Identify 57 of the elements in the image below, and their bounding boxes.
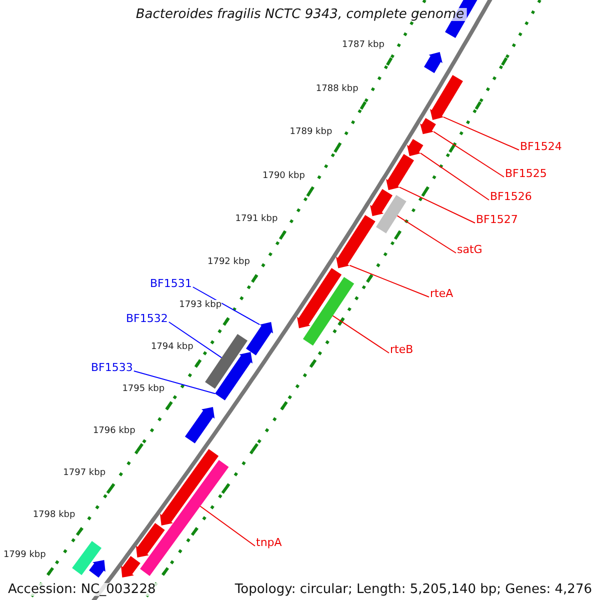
tick-label: 1788 kbp <box>316 84 358 95</box>
tick-label: 1792 kbp <box>208 257 250 268</box>
leader-line <box>168 322 222 358</box>
leader-line <box>200 506 256 546</box>
footer-note: Accession: NC_003228 <box>6 583 158 596</box>
gene-label: satG <box>457 243 482 256</box>
gene-label: BF1524 <box>520 140 562 153</box>
leader-line <box>332 314 390 354</box>
tick-label: 1789 kbp <box>290 127 332 138</box>
gene-feature <box>121 556 141 578</box>
gene-feature <box>246 322 273 356</box>
gene-feature <box>88 560 105 578</box>
tick-label: 1790 kbp <box>262 171 305 182</box>
gene-feature <box>370 188 392 216</box>
gene-feature <box>185 407 215 444</box>
tick-label: 1798 kbp <box>32 510 76 521</box>
tick-label: 1795 kbp <box>122 384 165 395</box>
gene-feature <box>160 448 219 525</box>
tick-label: 1793 kbp <box>179 300 222 311</box>
gene-feature <box>386 154 414 190</box>
gene-feature <box>420 118 436 134</box>
gene-label: BF1527 <box>476 213 518 226</box>
leader-line <box>443 116 520 150</box>
gene-feature <box>336 214 376 268</box>
tick-label: 1799 kbp <box>3 550 46 561</box>
gene-label: BF1525 <box>505 167 547 180</box>
gene-block <box>140 460 229 576</box>
tick-label: 1787 kbp <box>342 40 384 51</box>
tick-label: 1791 kbp <box>235 214 278 225</box>
tick-label: 1796 kbp <box>92 426 136 437</box>
tick-label: 1797 kbp <box>63 468 106 479</box>
gene-feature <box>296 268 342 328</box>
gene-block <box>302 276 354 346</box>
footer-note: Topology: circular; Length: 5,205,140 bp; Genes: 4,276 <box>232 583 594 596</box>
leader-line <box>192 286 260 326</box>
gene-feature <box>215 352 253 400</box>
leader-line <box>420 152 490 200</box>
tick-label: 1794 kbp <box>150 342 194 353</box>
gene-label: rteA <box>430 287 454 300</box>
gene-label: BF1532 <box>126 312 168 325</box>
gene-feature <box>430 74 463 120</box>
gene-label: BF1526 <box>490 190 532 203</box>
gene-label: BF1531 <box>150 277 192 290</box>
gene-feature <box>424 52 443 74</box>
gene-feature <box>406 138 424 156</box>
leader-line <box>133 370 216 394</box>
gene-label: BF1533 <box>91 361 133 374</box>
leader-line <box>396 215 456 254</box>
gene-feature <box>136 523 165 558</box>
gene-label: rteB <box>390 343 414 356</box>
leader-line <box>433 131 504 178</box>
gene-block <box>205 334 248 388</box>
gene-label: tnpA <box>256 536 282 549</box>
gene-block <box>72 541 102 576</box>
gene-block <box>376 194 406 234</box>
leader-line <box>349 264 430 298</box>
leader-line <box>399 186 476 224</box>
